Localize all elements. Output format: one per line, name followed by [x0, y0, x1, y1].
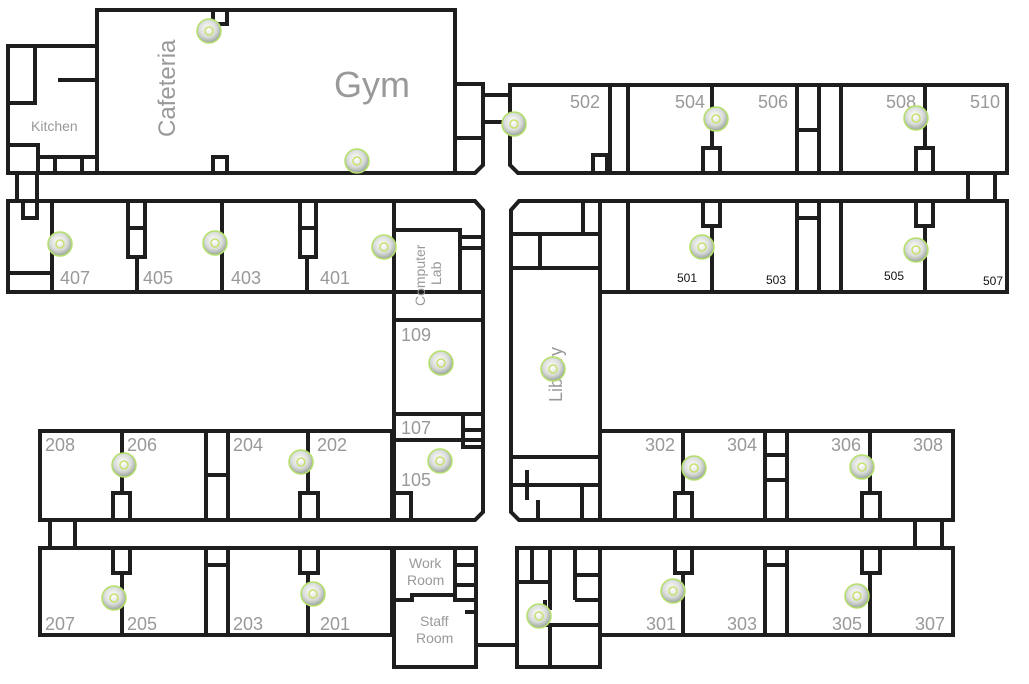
room-505: 505: [884, 269, 904, 283]
computer-lab-label-2: Lab: [428, 261, 444, 285]
access-point-marker[interactable]: [101, 585, 127, 611]
room-510: 510: [970, 92, 1000, 112]
access-point-marker[interactable]: [344, 148, 370, 174]
room-504: 504: [675, 92, 705, 112]
room-204: 204: [233, 435, 263, 455]
cafeteria-label: Cafeteria: [154, 39, 181, 137]
access-point-marker[interactable]: [288, 449, 314, 475]
room-207: 207: [45, 614, 75, 634]
room-502: 502: [570, 92, 600, 112]
access-point-marker[interactable]: [844, 583, 870, 609]
room-301: 301: [646, 614, 676, 634]
kitchen-label: Kitchen: [31, 118, 78, 134]
room-403: 403: [231, 268, 261, 288]
access-point-marker[interactable]: [526, 603, 552, 629]
room-508: 508: [886, 92, 916, 112]
room-506: 506: [758, 92, 788, 112]
gym-label: Gym: [334, 64, 410, 105]
access-point-marker[interactable]: [111, 452, 137, 478]
room-304: 304: [727, 435, 757, 455]
room-507: 507: [983, 274, 1003, 288]
room-105: 105: [401, 470, 431, 490]
room-303: 303: [727, 614, 757, 634]
access-point-marker[interactable]: [660, 578, 686, 604]
room-109: 109: [401, 325, 431, 345]
access-point-marker[interactable]: [903, 237, 929, 263]
access-point-marker[interactable]: [849, 454, 875, 480]
access-point-marker[interactable]: [300, 581, 326, 607]
access-point-marker[interactable]: [681, 455, 707, 481]
access-points: [47, 18, 929, 629]
access-point-marker[interactable]: [371, 234, 397, 260]
room-503: 503: [766, 273, 786, 287]
room-205: 205: [127, 614, 157, 634]
room-202: 202: [317, 435, 347, 455]
access-point-marker[interactable]: [689, 234, 715, 260]
access-point-marker[interactable]: [540, 356, 566, 382]
room-308: 308: [913, 435, 943, 455]
room-203: 203: [233, 614, 263, 634]
work-room-label-2: Room: [407, 572, 444, 588]
room-501: 501: [677, 271, 697, 285]
room-305: 305: [832, 614, 862, 634]
room-107: 107: [401, 418, 431, 438]
room-206: 206: [127, 435, 157, 455]
computer-lab-label-1: Computer: [412, 244, 428, 306]
access-point-marker[interactable]: [428, 350, 454, 376]
access-point-marker[interactable]: [427, 448, 453, 474]
access-point-marker[interactable]: [202, 230, 228, 256]
room-201: 201: [320, 614, 350, 634]
work-room-label-1: Work: [409, 555, 442, 571]
room-307: 307: [915, 614, 945, 634]
access-point-marker[interactable]: [47, 231, 73, 257]
access-point-marker[interactable]: [903, 105, 929, 131]
room-407: 407: [60, 268, 90, 288]
room-labels: 502 504 506 508 510 501 503 505 507 407 …: [45, 92, 1003, 634]
staff-room-label-2: Room: [416, 630, 453, 646]
room-306: 306: [831, 435, 861, 455]
room-401: 401: [320, 268, 350, 288]
room-405: 405: [143, 268, 173, 288]
room-208: 208: [45, 435, 75, 455]
access-point-marker[interactable]: [501, 111, 527, 137]
access-point-marker[interactable]: [703, 106, 729, 132]
staff-room-label-1: Staff: [420, 613, 449, 629]
room-302: 302: [645, 435, 675, 455]
access-point-marker[interactable]: [196, 18, 222, 44]
